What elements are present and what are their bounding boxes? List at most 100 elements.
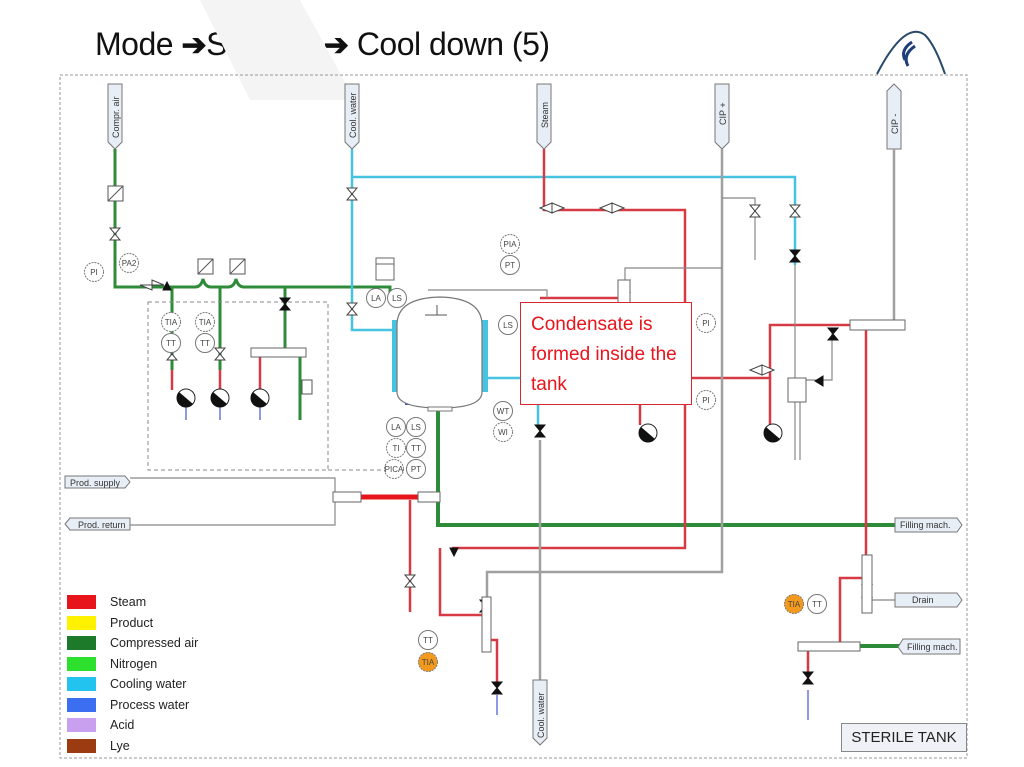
legend-label: Steam <box>110 595 147 610</box>
instrument-wi: WI <box>493 422 513 442</box>
instrument-label: TT <box>423 636 433 645</box>
instrument-label: WT <box>497 407 510 416</box>
instrument-label: LS <box>411 423 421 432</box>
cooling-water-pipes <box>350 149 797 425</box>
instrument-tt-right: TT <box>807 594 827 614</box>
legend-swatch <box>67 677 96 692</box>
instrument-la-bot: LA <box>386 417 406 437</box>
connector-drain: Drain <box>894 592 963 608</box>
instrument-label: PA2 <box>122 259 137 268</box>
connector-cool-water-top: Cool. water <box>344 83 360 150</box>
instrument-ls-top: LS <box>387 288 407 308</box>
legend-swatch <box>67 595 96 610</box>
valve-manifolds <box>250 279 906 653</box>
instrument-tt-low: TT <box>418 630 438 650</box>
legend-swatch <box>67 656 96 671</box>
pumps <box>176 388 783 443</box>
company-logo <box>876 30 946 75</box>
control-loop-boundary <box>147 301 329 471</box>
legend-item-product: Product <box>67 613 198 634</box>
connector-label: CIP + <box>718 102 728 125</box>
connector-label: Filling mach. <box>907 642 958 652</box>
arrow-right-icon: ➔ <box>181 29 207 62</box>
connector-prod-return: Prod. return <box>64 517 131 531</box>
connector-label: Cool. water <box>536 692 546 738</box>
instrument-tt-bot: TT <box>406 438 426 458</box>
connector-steam: Steam <box>536 83 552 150</box>
instrument-label: TT <box>411 444 421 453</box>
sterile-tank-nameplate: STERILE TANK <box>841 723 967 752</box>
connector-filling-mach-out: Filling mach. <box>894 517 963 533</box>
instrument-label: TIA <box>788 600 801 609</box>
legend-swatch <box>67 615 96 630</box>
legend-swatch <box>67 697 96 712</box>
instrument-la-top: LA <box>366 288 386 308</box>
legend-label: Cooling water <box>110 677 187 692</box>
instrument-label: LS <box>503 321 513 330</box>
instrument-tt-1: TT <box>161 333 181 353</box>
instrument-label: TIA <box>165 318 178 327</box>
instrument-label: TI <box>392 444 399 453</box>
instrument-label: TT <box>166 339 176 348</box>
legend-item-steam: Steam <box>67 592 198 613</box>
instrument-pica: PICA <box>384 459 404 479</box>
instrument-tia-low: TIA <box>418 652 438 672</box>
legend-item-lye: Lye <box>67 736 198 757</box>
connector-filling-mach-in: Filling mach. <box>897 638 961 655</box>
legend-item-acid: Acid <box>67 715 198 736</box>
connector-label: Filling mach. <box>900 520 951 530</box>
connector-cool-water-bottom: Cool. water <box>532 679 548 746</box>
connector-label: Cool. water <box>348 92 358 138</box>
title-cool-down: Cool down (5) <box>348 26 550 62</box>
steam-pipes <box>170 149 868 685</box>
connector-label: CIP - <box>890 114 900 134</box>
instrument-label: TT <box>200 339 210 348</box>
legend-swatch <box>67 718 96 733</box>
legend-label: Acid <box>110 718 135 733</box>
sterile-tank-vessel <box>396 296 483 412</box>
connector-label: Drain <box>912 595 934 605</box>
instrument-tt-2: TT <box>195 333 215 353</box>
condensate-callout: Condensate is formed inside the tank <box>520 302 692 405</box>
tank-level-vessel <box>375 257 395 281</box>
instrument-label: PI <box>702 319 710 328</box>
instrument-ls-bot: LS <box>406 417 426 437</box>
connector-cip-plus: CIP + <box>714 83 730 150</box>
title-mode: Mode <box>95 26 182 62</box>
instrument-label: PICA <box>385 465 404 474</box>
connector-cip-minus: CIP - <box>886 83 902 150</box>
valves-closed <box>162 249 874 695</box>
cip-pipes <box>485 149 896 680</box>
legend-label: Compressed air <box>110 636 199 651</box>
filters <box>107 185 313 395</box>
instrument-ti: TI <box>386 438 406 458</box>
connector-label: Prod. return <box>78 520 126 530</box>
instrument-tia-2: TIA <box>195 312 215 332</box>
instrument-label: LS <box>392 294 402 303</box>
instrument-wt: WT <box>493 401 513 421</box>
instrument-pi-r2: PI <box>696 390 716 410</box>
legend-label: Lye <box>110 738 130 753</box>
instrument-label: PT <box>505 261 515 270</box>
instrument-label: PIA <box>504 240 518 249</box>
legend-item-nitrogen: Nitrogen <box>67 654 198 675</box>
pipe-legend: Steam Product Compressed air Nitrogen Co… <box>67 592 198 756</box>
instrument-label: LA <box>391 423 401 432</box>
slide-title: Mode ➔Sterilise ➔ Cool down (5) <box>95 26 550 63</box>
connector-compr-air: Compr. air <box>107 83 123 150</box>
signal-lines <box>130 197 895 601</box>
legend-swatch <box>67 636 96 651</box>
connector-label: Steam <box>540 102 550 128</box>
instrument-pa2: PA2 <box>119 253 139 273</box>
instrument-label: PI <box>90 268 98 277</box>
watermark-shape <box>200 0 355 100</box>
instrument-label: LA <box>371 294 381 303</box>
instrument-label: PI <box>702 396 710 405</box>
legend-item-compressed-air: Compressed air <box>67 633 198 654</box>
instrument-tia-1: TIA <box>161 312 181 332</box>
legend-item-process-water: Process water <box>67 695 198 716</box>
instrument-pt-bot: PT <box>406 459 426 479</box>
instrument-label: PT <box>411 465 421 474</box>
